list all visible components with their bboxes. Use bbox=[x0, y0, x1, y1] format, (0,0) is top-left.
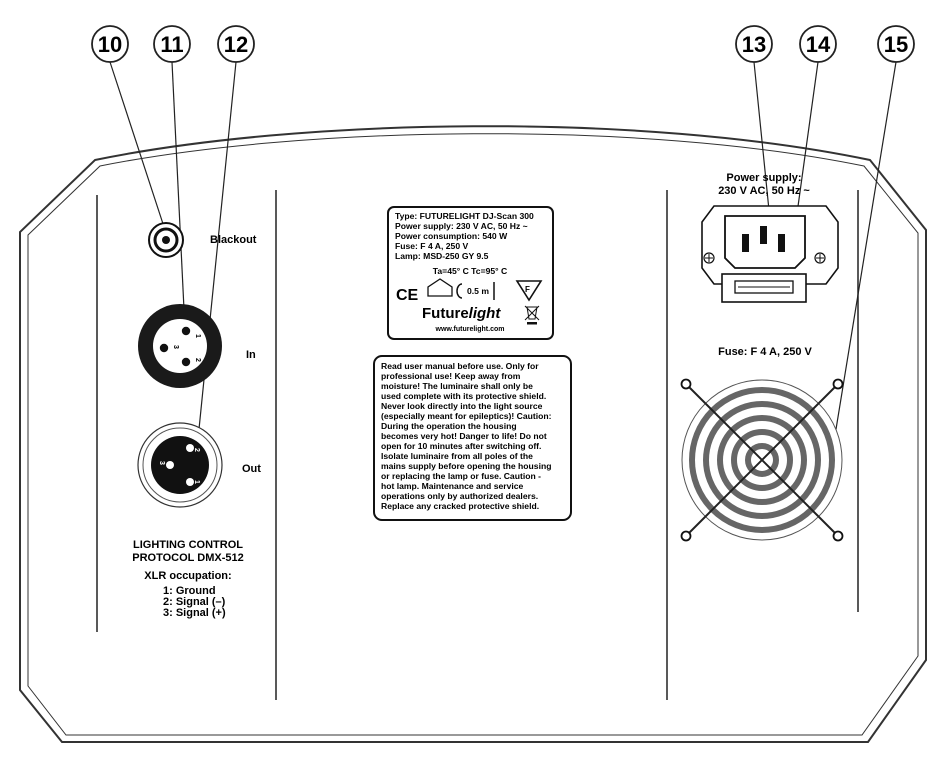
type-line: Type: FUTURELIGHT DJ-Scan 300 bbox=[395, 211, 534, 221]
xlr-in-pin-3: 3 bbox=[172, 345, 179, 349]
weee-bin-icon bbox=[524, 305, 540, 321]
xlr-in-pin-1: 1 bbox=[194, 334, 201, 338]
warning-line: During the operation the housing bbox=[381, 421, 517, 431]
fan-grille-icon bbox=[680, 378, 844, 542]
warning-line: Replace any cracked protective shield. bbox=[381, 501, 539, 511]
warning-line: mains supply before opening the housing bbox=[381, 461, 551, 471]
svg-text:LIGHTING CONTROL: LIGHTING CONTROL bbox=[133, 539, 243, 551]
warning-line: moisture! The luminaire shall only be bbox=[381, 381, 533, 391]
type-line: Power supply: 230 V AC, 50 Hz ~ bbox=[395, 221, 528, 231]
ce-mark: CE bbox=[396, 287, 419, 304]
xlr-in-pin-2: 2 bbox=[194, 358, 201, 362]
temps-text: Ta=45° C Tc=95° C bbox=[433, 266, 507, 276]
svg-text:13: 13 bbox=[742, 32, 766, 57]
xlr-out-pin-1: 1 bbox=[193, 480, 200, 484]
callout-15: 15 bbox=[877, 25, 915, 63]
website-text: www.futurelight.com bbox=[435, 326, 505, 333]
warning-box: Read user manual before use. Only for pr… bbox=[373, 355, 572, 521]
warning-line: or replacing the lamp or fuse. Caution - bbox=[381, 471, 541, 481]
indoor-house-icon bbox=[427, 278, 453, 297]
xlr-in-connector-icon: 1 3 2 bbox=[138, 304, 222, 388]
svg-text:14: 14 bbox=[806, 32, 831, 57]
blackout-jack-icon bbox=[148, 222, 184, 258]
warning-line: professional use! Keep away from bbox=[381, 371, 521, 381]
xlr-out-connector-icon: 2 3 1 bbox=[137, 422, 223, 508]
housing-outline bbox=[19, 125, 927, 743]
brand-logo: Futurelight bbox=[422, 305, 501, 322]
blackout-label: Blackout bbox=[210, 234, 257, 246]
callout-leaders bbox=[109, 61, 897, 467]
svg-text:15: 15 bbox=[884, 32, 908, 57]
callout-12: 12 bbox=[217, 25, 255, 63]
type-plate: Type: FUTURELIGHT DJ-Scan 300 Power supp… bbox=[387, 206, 554, 340]
protocol-text: LIGHTING CONTROL PROTOCOL DMX-512 XLR oc… bbox=[132, 539, 243, 619]
f-mark-triangle-icon bbox=[515, 280, 543, 302]
power-supply-value: 230 V AC, 50 Hz ~ bbox=[718, 185, 810, 197]
warning-line: used complete with its protective shield… bbox=[381, 391, 546, 401]
warning-line: operations only by authorized dealers. bbox=[381, 491, 538, 501]
distance-icon bbox=[456, 283, 463, 299]
warning-line: (especially meant for epileptics)! Cauti… bbox=[381, 411, 552, 421]
fuse-label: Fuse: F 4 A, 250 V bbox=[718, 346, 812, 358]
iec-power-inlet-icon bbox=[701, 205, 839, 285]
callout-11: 11 bbox=[153, 25, 191, 63]
f-mark: F bbox=[525, 285, 530, 294]
fuse-holder-icon bbox=[721, 273, 807, 303]
svg-text:10: 10 bbox=[98, 32, 122, 57]
callout-13: 13 bbox=[735, 25, 773, 63]
callout-14: 14 bbox=[799, 25, 837, 63]
occupation-item: 3: Signal (+) bbox=[163, 607, 226, 619]
warning-line: becomes very hot! Danger to life! Do not bbox=[381, 431, 547, 441]
distance-text: 0.5 m bbox=[467, 286, 489, 296]
svg-text:PROTOCOL DMX-512: PROTOCOL DMX-512 bbox=[132, 552, 243, 564]
callout-10: 10 bbox=[91, 25, 129, 63]
power-supply-label: Power supply: bbox=[726, 172, 801, 184]
xlr-out-pin-3: 3 bbox=[158, 461, 165, 465]
occupation-item: 1: Ground bbox=[163, 585, 216, 597]
warning-line: Read user manual before use. Only for bbox=[381, 361, 539, 371]
svg-text:XLR occupation:: XLR occupation: bbox=[144, 570, 231, 582]
warning-line: Isolate luminaire from all poles of the bbox=[381, 451, 533, 461]
type-line: Fuse: F 4 A, 250 V bbox=[395, 241, 468, 251]
warning-line: Never look directly into the light sourc… bbox=[381, 401, 543, 411]
svg-text:12: 12 bbox=[224, 32, 248, 57]
type-line: Lamp: MSD-250 GY 9.5 bbox=[395, 251, 489, 261]
type-line: Power consumption: 540 W bbox=[395, 231, 508, 241]
warning-line: hot lamp. Maintenance and service bbox=[381, 481, 524, 491]
out-label: Out bbox=[242, 463, 261, 475]
in-label: In bbox=[246, 349, 256, 361]
xlr-out-pin-2: 2 bbox=[193, 448, 200, 452]
svg-text:11: 11 bbox=[160, 32, 183, 57]
warning-line: open for 10 minutes after switching off. bbox=[381, 441, 541, 451]
panel-dividers bbox=[96, 190, 859, 700]
occupation-item: 2: Signal (–) bbox=[163, 596, 226, 608]
